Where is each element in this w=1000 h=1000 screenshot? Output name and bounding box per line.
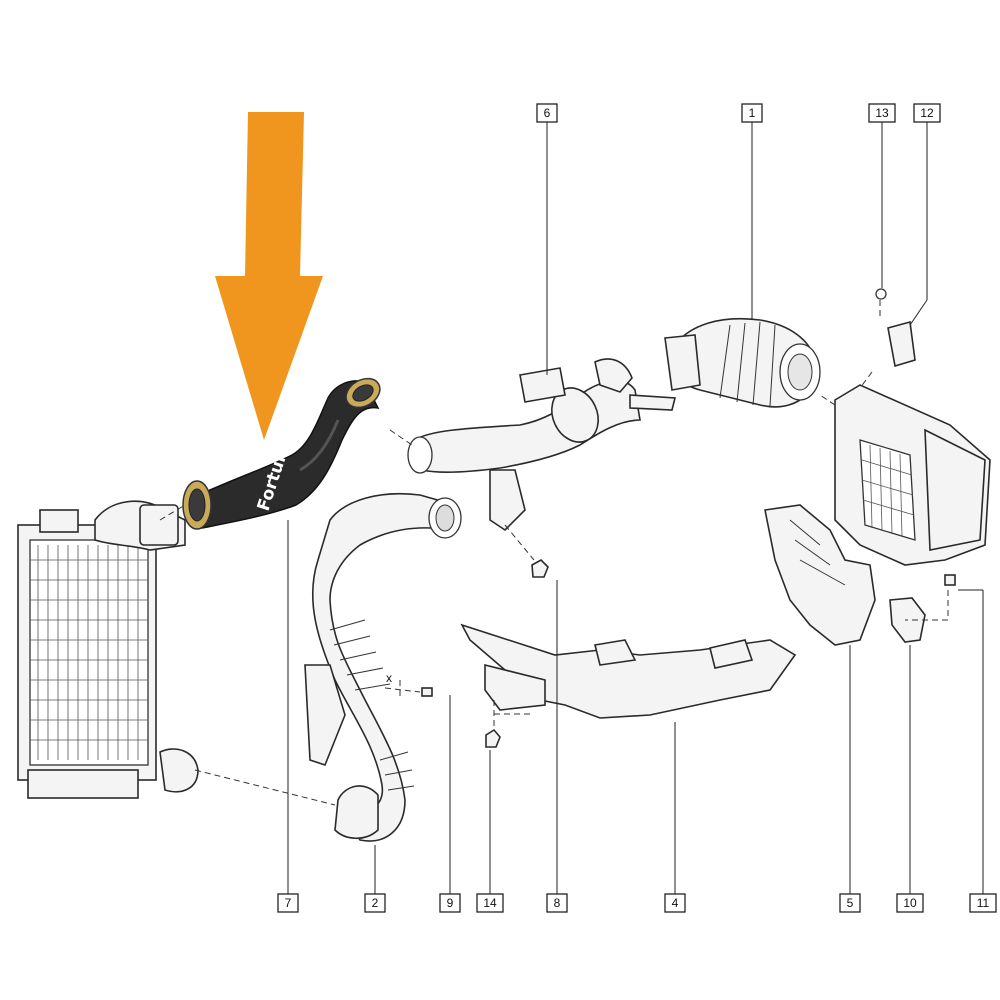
part-2-corrugated-duct [304,492,462,842]
callout-13: 13 [868,103,896,123]
air-filter-housing [834,288,991,566]
callout-9: 9 [439,893,461,913]
callout-6: 6 [536,103,558,123]
fasteners [421,559,956,748]
callout-14: 14 [476,893,504,913]
callout-1: 1 [741,103,763,123]
svg-text:2: 2 [372,896,379,910]
callout-5: 5 [839,893,861,913]
svg-text:14: 14 [483,896,497,910]
callout-4: 4 [664,893,686,913]
svg-text:9: 9 [447,896,454,910]
part-6-charge-air-pipe [407,358,677,532]
assembly-dash-lines [159,300,949,806]
part-4-air-duct [460,623,797,719]
orange-indicator-arrow [215,112,323,440]
callout-2: 2 [364,893,386,913]
svg-text:6: 6 [544,106,551,120]
svg-text:1: 1 [749,106,756,120]
part-1-intake-hose [664,317,821,408]
svg-text:7: 7 [285,896,292,910]
marker-x: x [386,671,392,685]
svg-text:4: 4 [672,896,679,910]
svg-text:11: 11 [977,896,990,910]
svg-text:12: 12 [920,106,934,120]
callout-11: 11 [969,893,997,913]
svg-text:5: 5 [847,896,854,910]
svg-text:10: 10 [903,896,917,910]
callout-7: 7 [277,893,299,913]
intercooler-radiator [17,500,199,799]
callout-10: 10 [896,893,924,913]
svg-text:13: 13 [875,106,889,120]
part-5-duct [764,504,876,646]
leader-lines [287,122,984,895]
svg-text:8: 8 [554,896,561,910]
callout-8: 8 [546,893,568,913]
callout-12: 12 [913,103,941,123]
